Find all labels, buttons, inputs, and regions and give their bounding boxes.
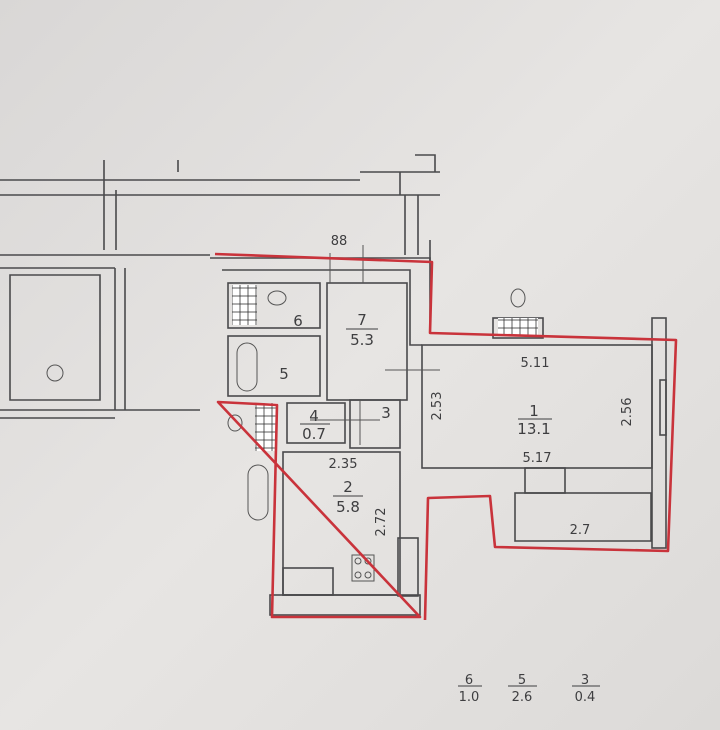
room-5-label: 5 <box>279 365 289 383</box>
dim-room1-right: 2.56 <box>620 398 635 427</box>
room-number: 1 <box>529 402 539 420</box>
dim-room1-top: 5.11 <box>521 356 550 371</box>
room-3-label: 3 <box>381 404 391 422</box>
apartment-outline <box>214 252 678 621</box>
dim-room2-side: 2.72 <box>374 508 389 537</box>
top-dimension: 88 <box>331 234 348 249</box>
dim-room2-top: 2.35 <box>329 457 358 472</box>
room-6-label: 6 <box>293 312 303 330</box>
room-walls <box>227 245 667 616</box>
legend-item: 3 0.4 <box>572 673 600 705</box>
room-number: 7 <box>357 311 367 329</box>
room-7-label: 7 5.3 <box>346 311 378 349</box>
legend-number: 6 <box>465 673 473 688</box>
room-area: 0.7 <box>302 425 326 443</box>
legend-area: 0.4 <box>575 690 596 705</box>
room-2-label: 2 5.8 <box>333 478 363 516</box>
room-area: 5.8 <box>336 498 360 516</box>
legend-number: 5 <box>518 673 526 688</box>
dim-room1-bottom: 5.17 <box>523 451 552 466</box>
legend-area: 1.0 <box>459 690 480 705</box>
room-1-label: 1 13.1 <box>517 402 552 438</box>
dim-room1-left: 2.53 <box>430 392 445 421</box>
room-area: 13.1 <box>517 420 550 438</box>
dim-balcony: 2.7 <box>570 523 591 538</box>
legend-item: 6 1.0 <box>458 673 482 705</box>
legend-area: 2.6 <box>512 690 533 705</box>
room-4-label: 4 0.7 <box>300 407 330 443</box>
legend-number: 3 <box>581 673 589 688</box>
room-area: 5.3 <box>350 331 374 349</box>
room-number: 4 <box>309 407 319 425</box>
room-number: 2 <box>343 478 353 496</box>
legend-item: 5 2.6 <box>508 673 537 705</box>
